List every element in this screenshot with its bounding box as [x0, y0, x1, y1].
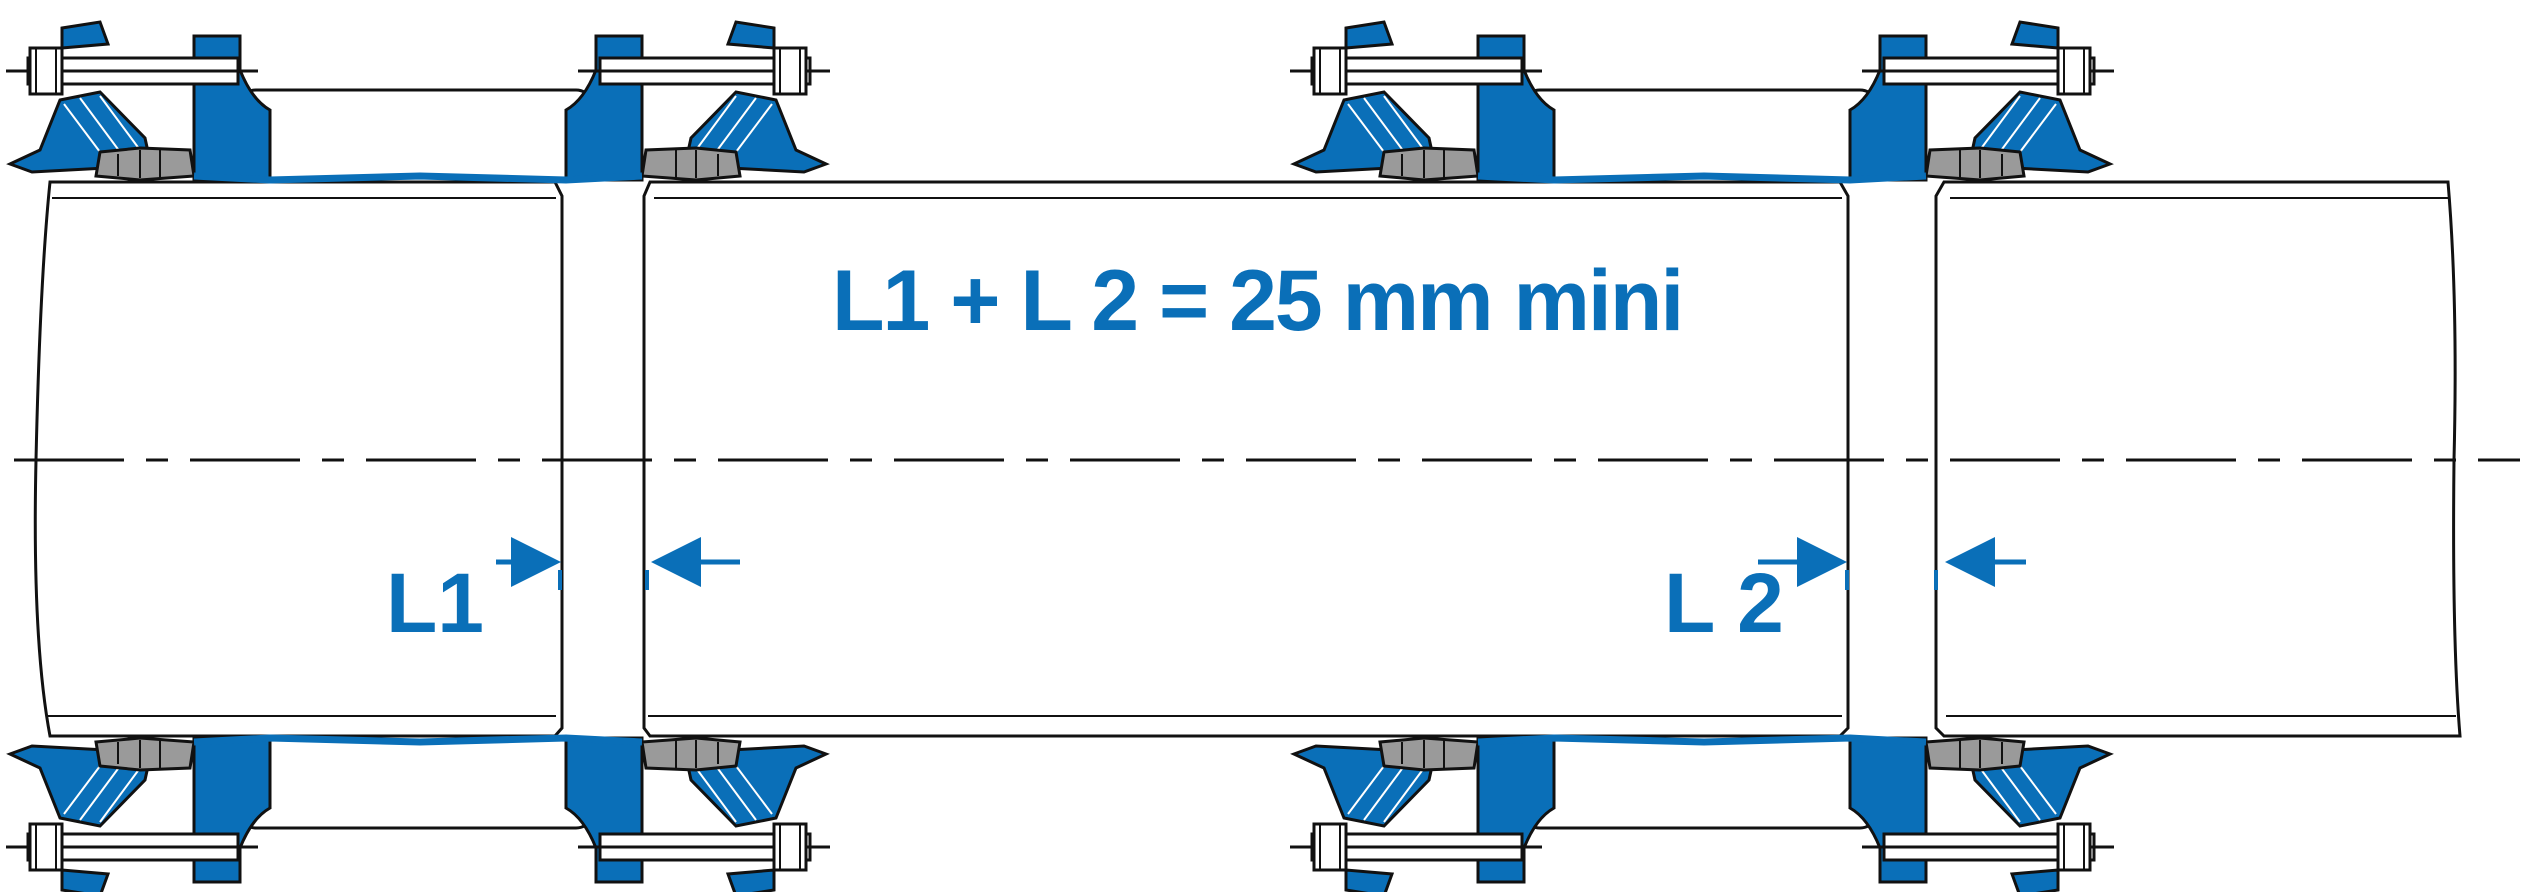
formula-label: L1 + L 2 = 25 mm mini [832, 253, 1682, 349]
coupling-right-bottom [1290, 738, 2114, 892]
coupling-left-bottom [6, 738, 830, 892]
coupling-left-top [6, 22, 830, 180]
gap-marker-l2 [1758, 537, 2026, 590]
gap-label-l2: L 2 [1664, 556, 1784, 650]
gap-label-l1: L1 [386, 556, 484, 650]
gap-marker-l1 [496, 537, 740, 590]
coupling-right-top [1290, 22, 2114, 180]
